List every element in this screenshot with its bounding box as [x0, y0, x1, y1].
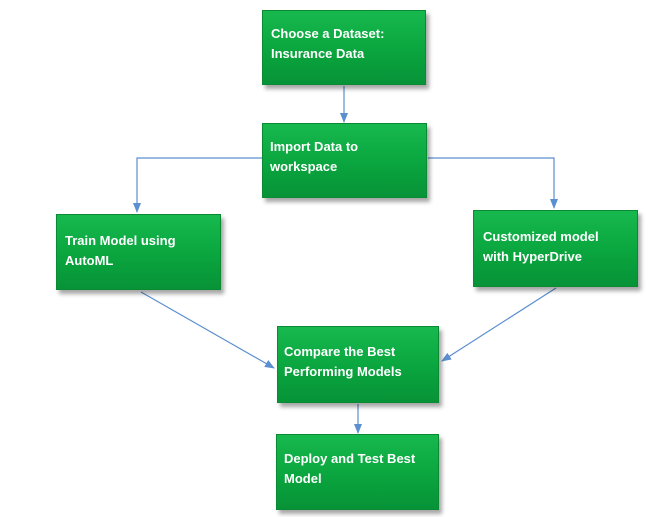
arrow-import-to-automl [133, 157, 262, 213]
arrow-hyperdrive-to-compare [441, 287, 557, 362]
arrow-automl-to-compare [140, 291, 275, 369]
node-compare-models: Compare the Best Performing Models [277, 326, 439, 403]
arrow-import-to-hyperdrive [428, 157, 558, 209]
node-deploy-test: Deploy and Test Best Model [276, 434, 439, 510]
node-train-automl: Train Model using AutoML [56, 214, 221, 290]
node-choose-dataset: Choose a Dataset: Insurance Data [262, 10, 426, 85]
node-import-data: Import Data to workspace [262, 123, 427, 198]
node-customized-hyperdrive: Customized model with HyperDrive [473, 210, 638, 287]
